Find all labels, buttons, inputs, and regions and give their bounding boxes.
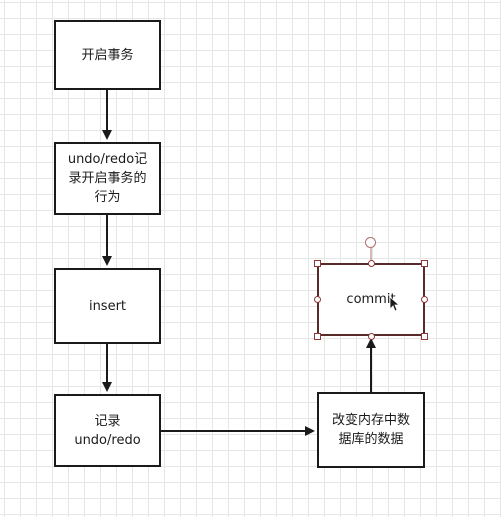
node-commit-label: commit	[346, 292, 396, 307]
node-start-transaction-label: 开启事务	[81, 47, 134, 63]
node-undo-redo-log-label: undo/redo记 录开启事务的 行为	[67, 152, 148, 205]
node-undo-redo-log[interactable]: undo/redo记 录开启事务的 行为	[54, 142, 161, 215]
pointer-cursor-icon	[389, 296, 399, 312]
resize-handle-bottom-right[interactable]	[421, 333, 428, 340]
connection-point-left[interactable]	[314, 296, 321, 303]
connection-point-top[interactable]	[368, 260, 375, 267]
node-record-undo-redo[interactable]: 记录 undo/redo	[54, 394, 161, 467]
resize-handle-top-left[interactable]	[314, 260, 321, 267]
connection-point-bottom[interactable]	[368, 333, 375, 340]
node-record-undo-redo-label: 记录 undo/redo	[74, 413, 141, 448]
node-start-transaction[interactable]: 开启事务	[54, 20, 161, 90]
connection-point-right[interactable]	[421, 296, 428, 303]
node-modify-memory-data-label: 改变内存中数 据库的数据	[331, 413, 410, 447]
resize-handle-top-right[interactable]	[421, 260, 428, 267]
node-insert[interactable]: insert	[54, 268, 161, 344]
resize-handle-bottom-left[interactable]	[314, 333, 321, 340]
node-modify-memory-data[interactable]: 改变内存中数 据库的数据	[317, 392, 425, 468]
rotate-handle-icon[interactable]	[365, 237, 376, 248]
node-insert-label: insert	[88, 298, 127, 314]
